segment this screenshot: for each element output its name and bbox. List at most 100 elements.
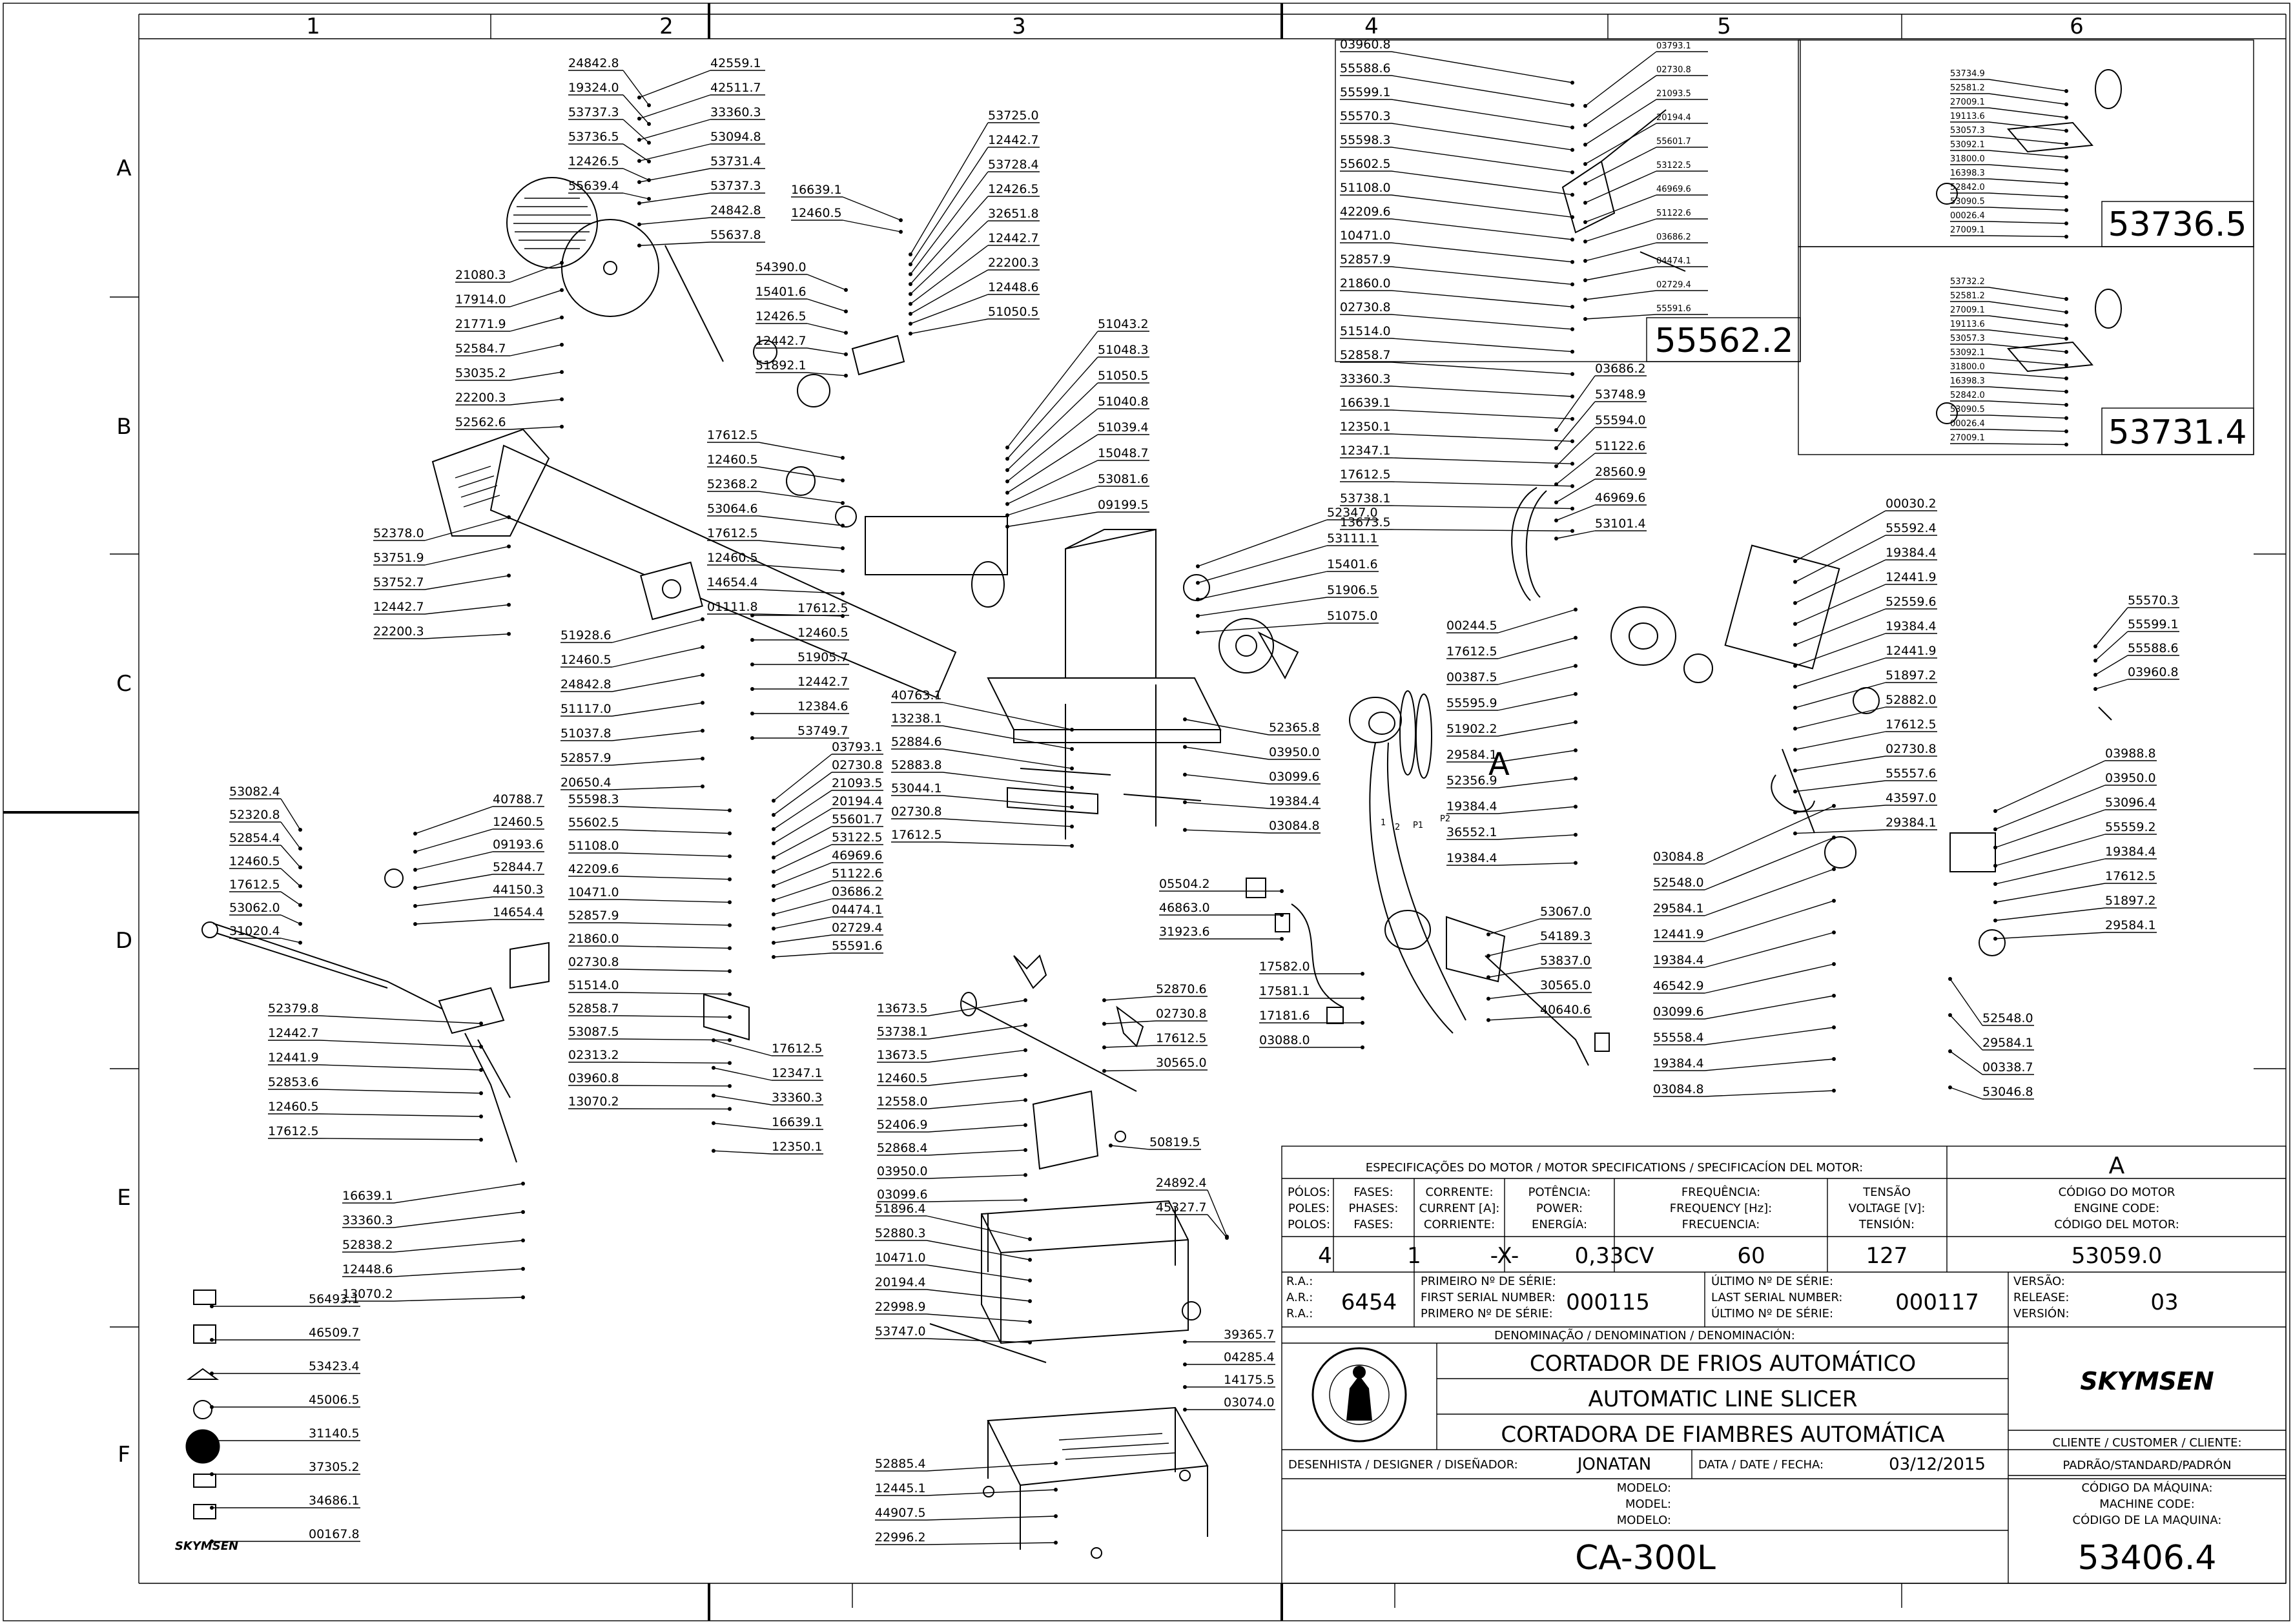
part-number-label: 03686.2 [1656, 232, 1691, 242]
power-label-pt: POTÊNCIA: [1528, 1185, 1591, 1199]
part-number-label: 42511.7 [710, 81, 761, 95]
model-value: CA-300L [1575, 1539, 1716, 1578]
part-number-label: 12558.0 [877, 1095, 928, 1109]
leader-dot [701, 701, 704, 705]
leader-line [928, 1000, 1026, 1016]
leader-line [509, 398, 562, 406]
leader-line [1391, 170, 1573, 196]
current-label-es: CORRIENTE: [1424, 1218, 1495, 1231]
part-number-label: 19113.6 [1950, 320, 1985, 329]
part-number-label: 53837.0 [1540, 954, 1591, 968]
leader-line [926, 1489, 1056, 1496]
part-label-group-g20: 52379.812442.712441.952853.612460.517612… [268, 1002, 483, 1142]
part-number-label: 53067.0 [1540, 905, 1591, 919]
leader-dot [1993, 936, 1997, 941]
leader-dot [1832, 899, 1836, 903]
part-number-label: 33360.3 [342, 1213, 393, 1228]
leader-dot [1832, 994, 1836, 998]
leader-dot [1570, 282, 1574, 287]
leader-line [1391, 362, 1573, 375]
leader-line [415, 828, 493, 852]
leader-dot [1570, 192, 1574, 197]
part-number-label: 53747.0 [875, 1324, 926, 1339]
part-number-label: 16639.1 [342, 1189, 393, 1203]
leader-line [807, 372, 847, 376]
leader-dot [2093, 644, 2097, 648]
electrical-components [1246, 878, 1344, 1024]
leader-line [1794, 633, 1886, 666]
leader-line [1391, 385, 1573, 397]
leader-line [773, 934, 832, 943]
leader-dot [750, 663, 754, 666]
part-label-group-g16: 53082.452320.852854.412460.517612.553062… [229, 785, 302, 945]
leader-dot [647, 141, 651, 145]
leader-line [1391, 433, 1573, 442]
current-label-pt: CORRENTE: [1425, 1186, 1493, 1199]
leader-line [1197, 545, 1328, 584]
leader-line [758, 491, 843, 504]
part-number-label: 02729.4 [832, 921, 883, 935]
part-label-group-g8: 51043.251048.351050.551040.851039.415048… [1005, 317, 1149, 529]
part-number-label: 53062.0 [229, 901, 280, 915]
leader-dot [728, 1107, 732, 1111]
part-number-label: 15401.6 [756, 285, 807, 299]
part-number-label: 30565.0 [1156, 1056, 1207, 1070]
leader-line [1007, 408, 1098, 482]
leader-line [1704, 900, 1835, 942]
part-number-label: 03084.8 [1653, 850, 1704, 864]
leader-dot [1023, 1148, 1027, 1152]
part-number-label: 17612.5 [1446, 644, 1497, 659]
last-serial-label-en: LAST SERIAL NUMBER: [1711, 1291, 1842, 1304]
leader-line [319, 1064, 482, 1071]
leader-line [319, 1089, 482, 1094]
leader-dot [728, 808, 732, 812]
part-number-label: 52842.0 [1950, 391, 1985, 400]
leader-dot [1023, 1023, 1027, 1027]
leader-dot [507, 573, 511, 578]
poles-label-en: POLES: [1288, 1202, 1330, 1215]
machine-code-label-pt: CÓDIGO DA MÁQUINA: [2081, 1481, 2212, 1495]
leader-dot [1005, 457, 1009, 461]
part-number-label: 52562.6 [455, 415, 506, 429]
leader-line [1988, 221, 2067, 224]
leader-line [1197, 519, 1328, 567]
part-label-group-g1: 24842.819324.053737.353736.512426.555639… [568, 56, 651, 201]
leader-line [1391, 409, 1573, 420]
part-number-label: 00338.7 [1982, 1060, 2033, 1074]
leader-line [1585, 266, 1657, 281]
leader-line [926, 1215, 1031, 1240]
part-number-label: 52842.0 [1950, 183, 1985, 192]
leader-line [1197, 571, 1328, 600]
leader-line [1988, 192, 2067, 198]
leader-dot [1486, 996, 1490, 1001]
leader-dot [909, 312, 912, 316]
leader-dot [1832, 804, 1836, 808]
leader-line [713, 1067, 772, 1081]
leader-line [1995, 809, 2106, 848]
part-number-label: 02730.8 [1656, 65, 1691, 75]
part-number-label: 12460.5 [229, 854, 280, 869]
part-number-label: 17612.5 [1156, 1031, 1207, 1045]
grid-col-2: 2 [659, 14, 674, 39]
leader-line [926, 1240, 1031, 1260]
leader-line [1794, 657, 1886, 688]
part-number-label: 27009.1 [1950, 433, 1985, 443]
leader-line [1794, 829, 1886, 834]
part-number-label: 53748.9 [1595, 387, 1646, 402]
motor-assembly [1349, 690, 1610, 1066]
leader-dot [772, 827, 776, 831]
leader-line [1988, 400, 2067, 406]
part-number-label: 42209.6 [568, 862, 619, 876]
leader-dot [507, 602, 511, 607]
part-number-label: 12350.1 [772, 1140, 823, 1154]
leader-dot [1023, 998, 1027, 1002]
leader-dot [560, 397, 564, 402]
leader-dot [413, 868, 417, 872]
leader-dot [1196, 597, 1200, 602]
part-number-label: 03074.0 [1224, 1395, 1275, 1410]
leader-line [758, 540, 843, 549]
poles-label-es: POLOS: [1288, 1218, 1330, 1231]
leader-line [1488, 918, 1541, 935]
leader-dot [1554, 428, 1558, 432]
leader-line [319, 1040, 482, 1047]
